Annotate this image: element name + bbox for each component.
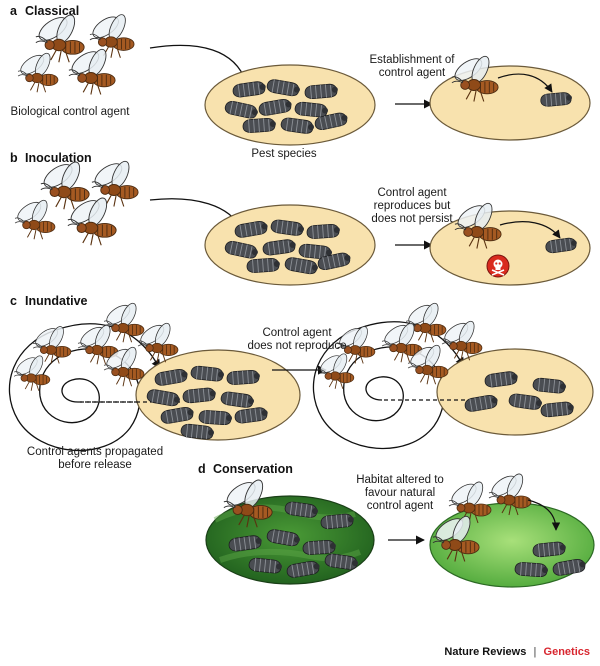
outcome-label-line1: Habitat altered to xyxy=(356,474,444,486)
outcome-label-line1: Establishment of xyxy=(369,54,455,66)
journal-credit: Nature Reviews | Genetics xyxy=(444,646,590,658)
outcome-label-line1: Control agent xyxy=(262,327,332,339)
outcome-label-line2: control agent xyxy=(379,67,446,79)
panel-a-header: a Classical xyxy=(10,4,79,18)
outcome-label-line2: reproduces but xyxy=(374,200,452,212)
panel-d-letter: d xyxy=(198,462,206,476)
panel-d-title: Conservation xyxy=(213,462,293,476)
attack-arrow xyxy=(497,73,553,93)
panel-b-letter: b xyxy=(10,151,18,165)
panel-b-title: Inoculation xyxy=(25,151,92,165)
credit-journal: Nature Reviews xyxy=(444,646,526,658)
wasp-icon xyxy=(17,11,135,96)
credit-section: Genetics xyxy=(544,646,590,658)
panel-a-title: Classical xyxy=(25,4,79,18)
outcome-label-line3: does not persist xyxy=(371,213,453,225)
wasp-icon xyxy=(14,158,139,246)
outcome-arena xyxy=(436,348,594,436)
propagation-label-line1: Control agents propagated xyxy=(27,446,163,458)
attack-arrow xyxy=(527,499,561,531)
panel-c-letter: c xyxy=(10,294,17,308)
outcome-label-line1: Control agent xyxy=(377,187,447,199)
panel-c-title: Inundative xyxy=(25,294,88,308)
propagation-label-line2: before release xyxy=(58,459,132,471)
agent-label: Biological control agent xyxy=(11,106,131,118)
panel-c-header: c Inundative xyxy=(10,294,88,308)
panel-a: Biological control agent Pest species Es… xyxy=(11,11,591,160)
panel-c: Control agents propagated before release… xyxy=(8,300,594,471)
outcome-label-line3: control agent xyxy=(367,500,434,512)
outcome-label-line2: does not reproduce xyxy=(247,340,346,352)
panel-d: Habitat altered to favour natural contro… xyxy=(205,471,595,588)
pest-label: Pest species xyxy=(251,148,316,160)
attack-arrow xyxy=(499,221,561,239)
panel-a-letter: a xyxy=(10,4,18,18)
skull-icon xyxy=(486,254,510,278)
panel-d-header: d Conservation xyxy=(198,462,293,476)
svg-text:Nature Reviews | G: Nature Reviews | Genetics xyxy=(444,646,590,658)
outcome-label-line2: favour natural xyxy=(365,487,435,499)
credit-separator: | xyxy=(533,646,536,658)
panel-b-header: b Inoculation xyxy=(10,151,92,165)
panel-b: Control agent reproduces but does not pe… xyxy=(14,158,591,286)
